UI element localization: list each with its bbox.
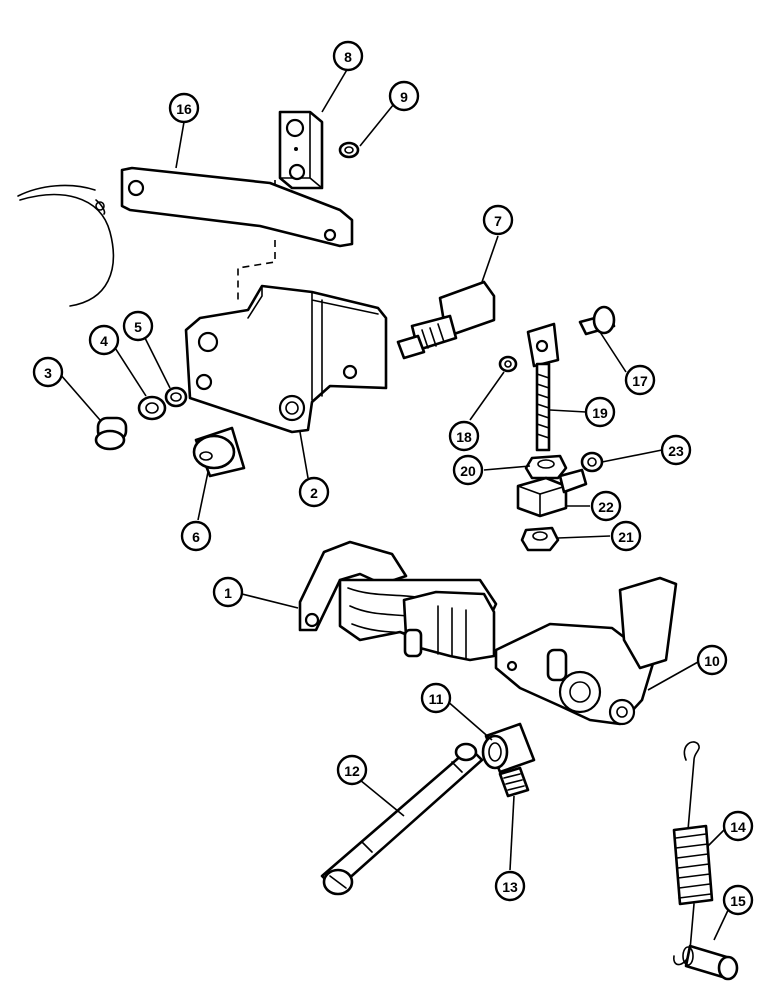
part-3-cap (94, 416, 128, 451)
part-15-pin (682, 944, 739, 981)
callout-circle (590, 490, 622, 522)
part-5-lockwasher (164, 386, 188, 408)
callout-12: 12 (336, 754, 368, 786)
callout-number: 13 (502, 879, 518, 895)
callout-2: 2 (298, 476, 330, 508)
part-19-rod (526, 322, 560, 452)
part-1-assembly (298, 540, 498, 662)
callout-number: 12 (344, 763, 360, 779)
callout-circle (298, 476, 330, 508)
callout-circle (180, 520, 212, 552)
callout-10: 10 (696, 644, 728, 676)
callout-circle (584, 396, 616, 428)
callout-number: 8 (344, 49, 352, 65)
callout-5: 5 (122, 310, 154, 342)
callout-9: 9 (388, 80, 420, 112)
callout-circle (696, 644, 728, 676)
part-23-clip (580, 451, 604, 473)
callout-17: 17 (624, 364, 656, 396)
callout-19: 19 (584, 396, 616, 428)
part-22-block (516, 468, 588, 518)
callout-circle (722, 884, 754, 916)
callout-circle (88, 324, 120, 356)
callout-21: 21 (610, 520, 642, 552)
callout-22: 22 (590, 490, 622, 522)
part-4-washer (137, 395, 167, 421)
part-20-nut (524, 454, 568, 480)
callout-number: 1 (224, 585, 232, 601)
part-16-plate (120, 166, 354, 248)
callout-circle (722, 810, 754, 842)
callout-number: 2 (310, 485, 318, 501)
callout-number: 5 (134, 319, 142, 335)
callout-number: 17 (632, 373, 648, 389)
callout-number: 22 (598, 499, 614, 515)
callout-number: 21 (618, 529, 634, 545)
callout-23: 23 (660, 434, 692, 466)
callout-circle (482, 204, 514, 236)
callout-number: 10 (704, 653, 720, 669)
callout-circle (624, 364, 656, 396)
part-21-nut (520, 526, 560, 552)
callout-number: 9 (400, 89, 408, 105)
callout-11: 11 (420, 682, 452, 714)
part-18-clip (498, 355, 518, 373)
callout-18: 18 (448, 420, 480, 452)
assembly-line-16 (237, 180, 276, 300)
part-8-block (278, 110, 324, 190)
callout-7: 7 (482, 204, 514, 236)
callout-4: 4 (88, 324, 120, 356)
part-2-bracket (184, 284, 388, 434)
callout-circle (388, 80, 420, 112)
callout-1: 1 (212, 576, 244, 608)
callout-circle (610, 520, 642, 552)
part-13-setscrew (498, 766, 530, 798)
leader-lines (59, 67, 731, 941)
callout-number: 19 (592, 405, 608, 421)
part-11-sleeve (481, 722, 536, 774)
callout-circle (660, 434, 692, 466)
callout-number: 15 (730, 893, 746, 909)
callout-number: 6 (192, 529, 200, 545)
callout-3: 3 (32, 356, 64, 388)
part-12-shaft (320, 742, 484, 896)
part-9-washer (338, 141, 360, 159)
callout-number: 16 (176, 101, 192, 117)
callout-number: 11 (429, 691, 444, 707)
callout-6: 6 (180, 520, 212, 552)
callout-14: 14 (722, 810, 754, 842)
callout-circle (452, 454, 484, 486)
callout-number: 7 (494, 213, 502, 229)
callout-circle (420, 682, 452, 714)
part-10-lever (494, 576, 678, 726)
part-6-bushing (192, 426, 246, 478)
callout-circle (212, 576, 244, 608)
callout-number: 4 (100, 333, 108, 349)
callout-number: 23 (668, 443, 684, 459)
callout-number: 18 (456, 429, 472, 445)
callout-circle (168, 92, 200, 124)
callout-circle (336, 754, 368, 786)
callout-circle (332, 40, 364, 72)
callout-number: 3 (44, 365, 52, 381)
callout-8: 8 (332, 40, 364, 72)
part-7-stud (396, 280, 496, 360)
part-17-bolt (578, 305, 616, 336)
callout-number: 20 (460, 463, 476, 479)
callout-circle (494, 870, 526, 902)
callout-number: 14 (730, 819, 746, 835)
housing-outline (17, 184, 115, 307)
part-14-spring (672, 741, 714, 966)
callout-15: 15 (722, 884, 754, 916)
callout-circle (448, 420, 480, 452)
callout-circle (122, 310, 154, 342)
callout-circle (32, 356, 64, 388)
callout-20: 20 (452, 454, 484, 486)
callout-16: 16 (168, 92, 200, 124)
callout-13: 13 (494, 870, 526, 902)
